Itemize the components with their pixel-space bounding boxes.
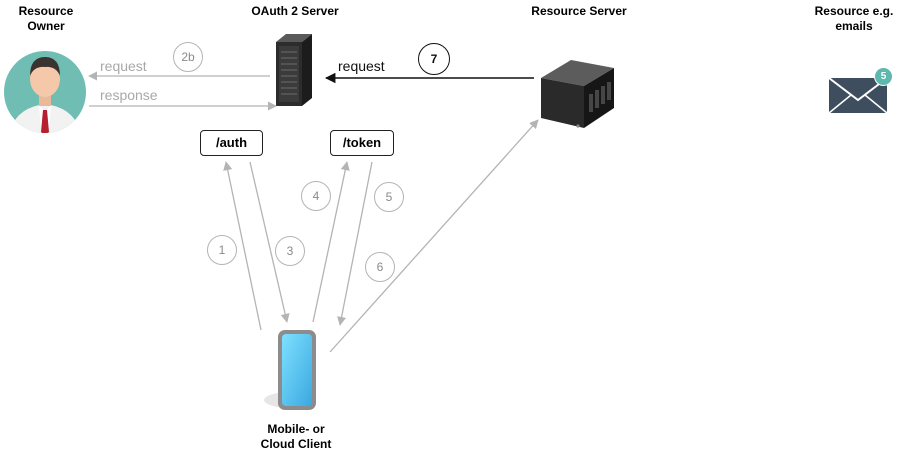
nas-box-icon <box>541 60 614 128</box>
smartphone-icon <box>264 330 316 410</box>
arrow-step-1 <box>223 161 262 331</box>
step-badge-4: 4 <box>301 181 331 211</box>
step-badge-2b: 2b <box>173 42 203 72</box>
mail-count-badge: 5 <box>874 67 893 86</box>
step-badge-7: 7 <box>418 43 450 75</box>
label-owner-response: response <box>100 87 158 103</box>
label-oauth-server: OAuth 2 Server <box>251 4 339 18</box>
server-rack-icon <box>276 34 312 106</box>
arrow-step-3 <box>249 161 290 323</box>
label-resource-owner: Resource Owner <box>18 4 74 33</box>
person-avatar-icon <box>4 51 86 133</box>
arrow-step-4 <box>312 161 350 323</box>
label-resource: Resource e.g. emails <box>814 4 894 33</box>
arrow-step-6 <box>329 119 539 353</box>
endpoint-auth: /auth <box>200 130 263 156</box>
label-resource-request: request <box>338 58 385 74</box>
step-badge-3: 3 <box>275 236 305 266</box>
step-badge-6: 6 <box>365 252 395 282</box>
label-owner-request: request <box>100 58 147 74</box>
arrow-step-5 <box>337 161 373 326</box>
endpoint-token: /token <box>330 130 394 156</box>
label-client: Mobile- or Cloud Client <box>260 422 332 451</box>
step-badge-5: 5 <box>374 182 404 212</box>
step-badge-1: 1 <box>207 235 237 265</box>
label-resource-server: Resource Server <box>531 4 627 18</box>
